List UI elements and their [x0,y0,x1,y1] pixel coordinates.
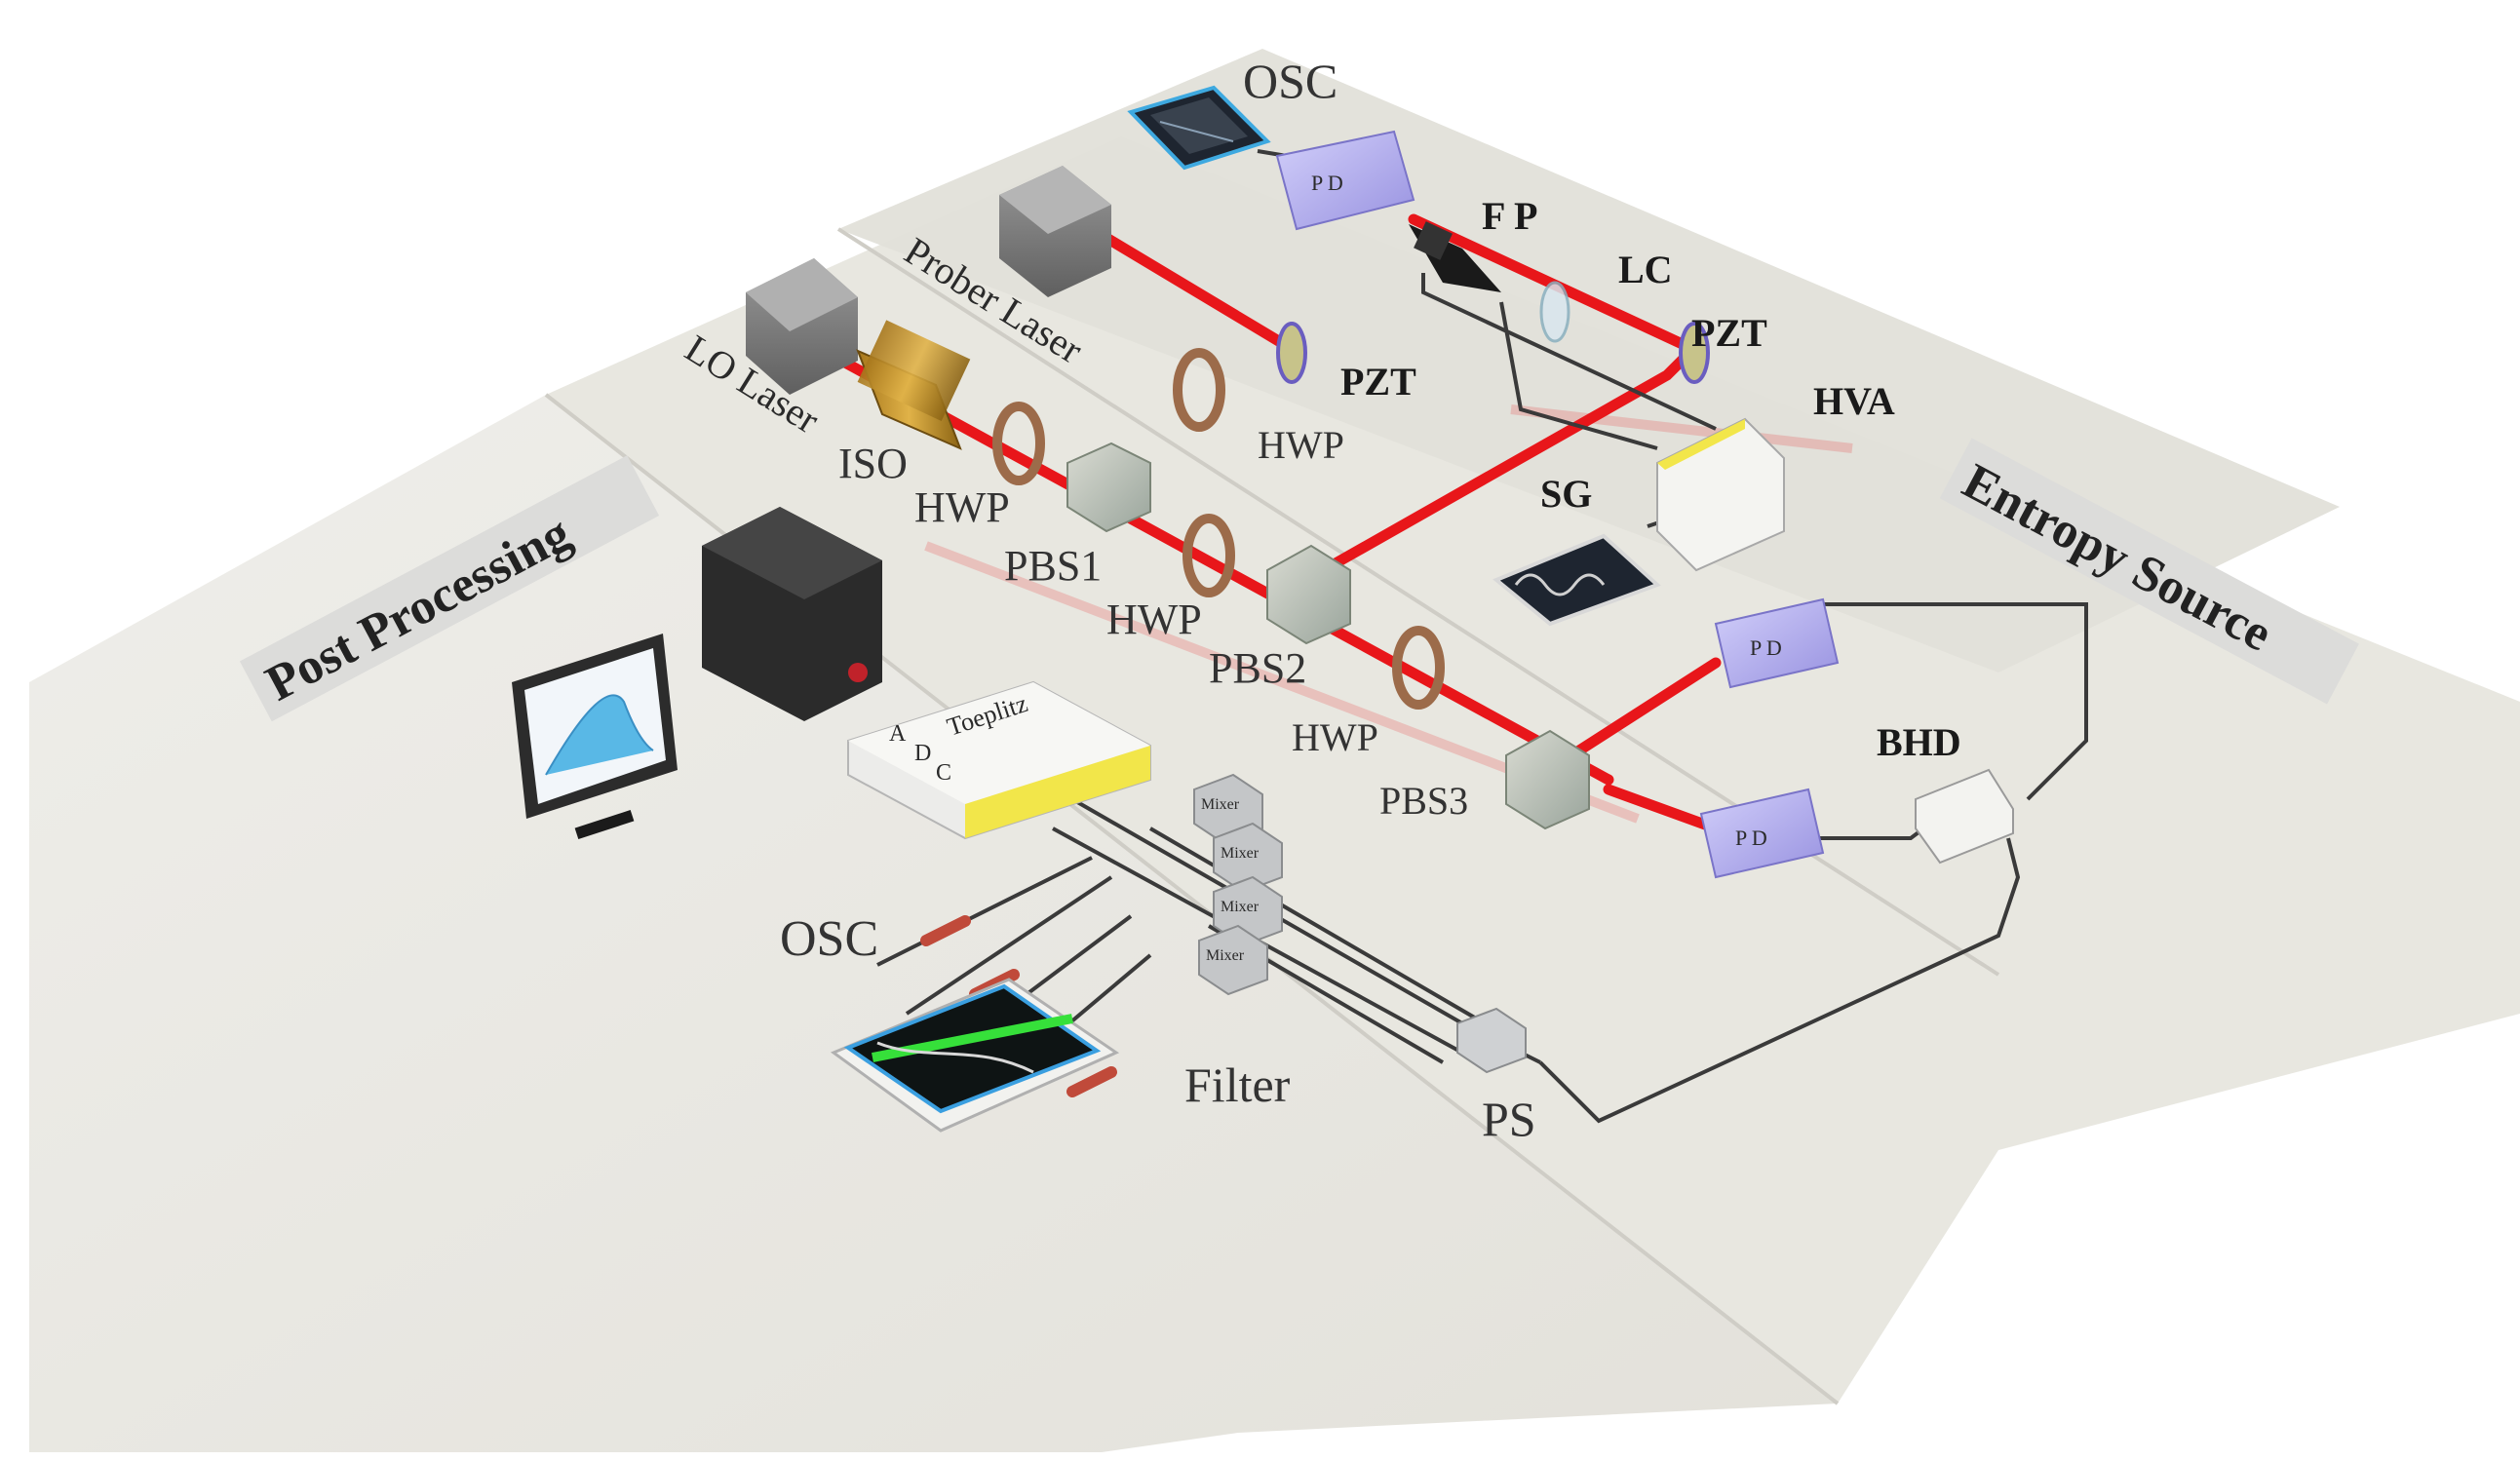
label-hwp-3: HWP [1106,596,1202,643]
label-iso: ISO [838,440,908,487]
svg-text:P D: P D [1735,826,1767,850]
label-pbs2: PBS2 [1209,644,1306,692]
label-mixer-2: Mixer [1221,845,1260,862]
label-fp: F P [1482,194,1537,238]
label-lc: LC [1618,248,1673,291]
signal-generator [1493,533,1661,627]
label-pzt-2: PZT [1691,311,1767,355]
toeplitz-fpga [847,680,1151,840]
post-processing-table [29,395,1838,1452]
hva-box [1656,417,1785,572]
top-oscilloscope [1127,85,1271,171]
bottom-oscilloscope [830,978,1120,1133]
svg-text:P D: P D [1311,171,1343,195]
pd-bhd-upper: P D [1714,597,1840,689]
label-port-c: C [936,760,951,786]
fp-cavity [1409,221,1501,292]
label-filter: Filter [1184,1057,1291,1112]
mixers [1193,773,1283,996]
label-pbs1: PBS1 [1004,542,1102,590]
label-ps: PS [1482,1092,1536,1146]
svg-text:P D: P D [1750,635,1782,660]
lo-laser-box [746,258,858,395]
label-sg: SG [1540,472,1592,516]
label-pbs3: PBS3 [1379,779,1468,823]
pzt-mirror-2 [1679,322,1710,384]
label-hwp-2: HWP [1258,423,1344,467]
label-osc-top: OSC [1243,54,1338,108]
label-bhd: BHD [1877,720,1961,764]
monitor [512,634,678,839]
pd-bhd-lower: P D [1699,788,1825,879]
pzt-mirror-1 [1276,322,1307,384]
pc-tower [702,507,882,721]
label-osc-bottom: OSC [780,911,878,967]
label-mixer-4: Mixer [1206,947,1245,964]
pd-top: P D [1275,130,1415,231]
hwp-plates [992,348,1445,710]
label-hva: HVA [1813,379,1895,423]
power-splitter [1456,1007,1527,1074]
bhd-box [1915,768,2014,865]
label-mixer-3: Mixer [1221,899,1260,915]
label-hwp-1: HWP [914,483,1010,531]
prober-laser-box [999,166,1111,297]
lc-disc [1539,281,1570,343]
upper-table [838,49,2340,673]
label-port-d: D [914,741,931,766]
label-port-a: A [889,721,907,747]
label-mixer-1: Mixer [1201,796,1240,813]
pbs-cubes [1066,442,1590,830]
label-pzt-1: PZT [1340,360,1416,404]
label-hwp-4: HWP [1292,715,1378,759]
isolator [856,320,971,450]
